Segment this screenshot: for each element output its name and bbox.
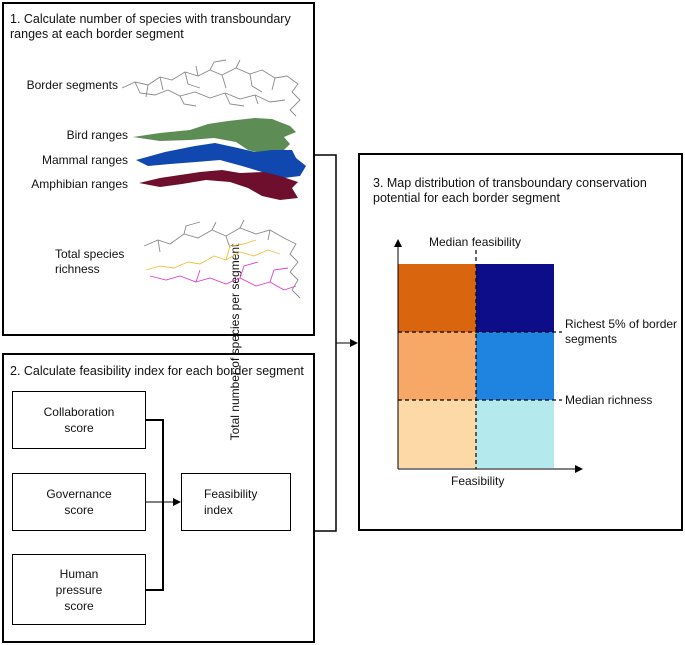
governance-score-box: Governance score — [12, 473, 146, 531]
label-amphibian-ranges: Amphibian ranges — [31, 177, 128, 191]
label-median-richness: Median richness — [565, 393, 653, 407]
panel3-title: 3. Map distribution of transboundary con… — [373, 176, 647, 205]
collaboration-score-box: Collaboration score — [12, 391, 146, 449]
amphibian-range-shape — [139, 170, 298, 200]
mammal-range-shape — [136, 143, 306, 178]
human-pressure-score-box: Human pressure score — [12, 554, 146, 625]
panel2-title: 2. Calculate feasibility index for each … — [10, 364, 304, 378]
bird-range-shape — [133, 118, 296, 155]
feasibility-index-box: Feasibility index — [181, 473, 291, 531]
label-mammal-ranges: Mammal ranges — [41, 153, 128, 167]
feasibility-connectors — [146, 419, 164, 591]
grid-cell-mid-left — [398, 332, 476, 400]
label-median-feasibility: Median feasibility — [429, 235, 522, 249]
label-total-species-richness: Total species richness — [55, 247, 125, 276]
grid-cell-bottom-right — [476, 400, 554, 468]
x-axis-label: Feasibility — [451, 474, 505, 488]
label-border-segments: Border segments — [26, 78, 118, 92]
label-bird-ranges: Bird ranges — [66, 128, 128, 142]
grid-cell-mid-right — [476, 332, 554, 400]
grid-cell-bottom-left — [398, 400, 476, 468]
border-segments-map — [121, 59, 301, 117]
grid-cell-top-left — [398, 264, 476, 332]
label-richest-5pct: Richest 5% of border segments — [565, 317, 678, 346]
panel1-title: 1. Calculate number of species with tran… — [10, 12, 291, 41]
connector-panels — [315, 154, 337, 532]
species-richness-map — [143, 219, 301, 299]
grid-cell-top-right — [476, 264, 554, 332]
